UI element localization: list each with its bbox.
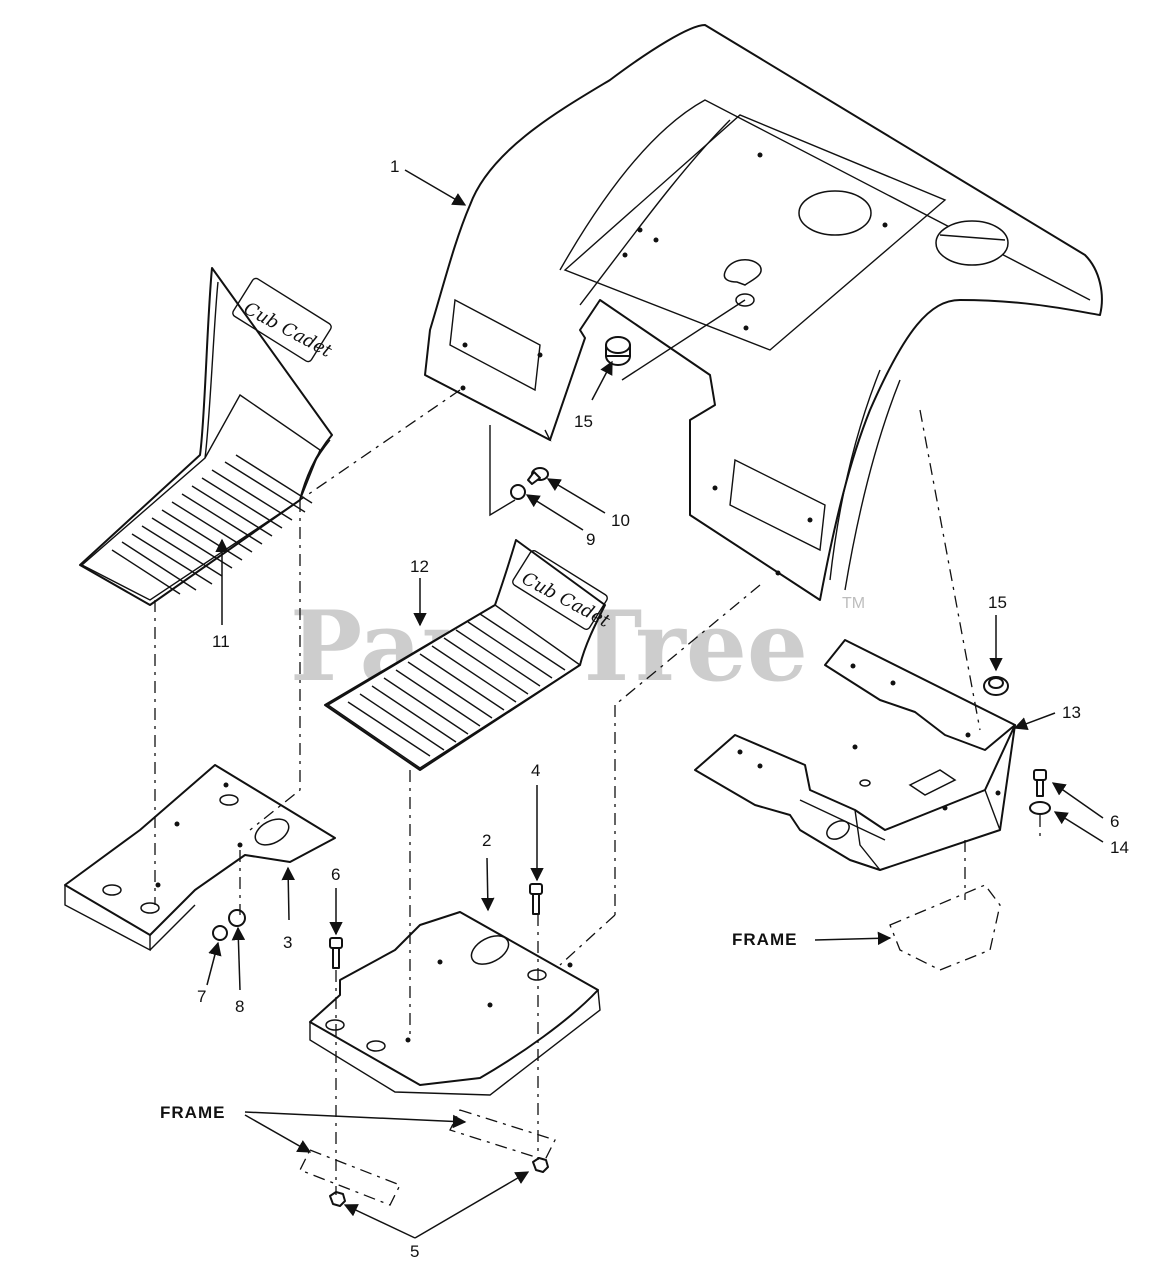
part-11-floor-mat-left: Cub Cadet — [79, 267, 336, 606]
frame-stub-right — [889, 884, 1001, 971]
callout-4: 4 — [531, 761, 540, 780]
callout-7: 7 — [197, 987, 206, 1006]
part-1-fender-shroud — [424, 24, 1103, 601]
callout-10: 10 — [611, 511, 630, 530]
part-6-bolt-left — [329, 937, 343, 969]
callout-1: 1 — [390, 157, 399, 176]
part-9-10-bolt-washer — [510, 467, 549, 500]
assembly-lines — [154, 299, 1041, 1195]
callout-15-upper: 15 — [574, 412, 593, 431]
part-13-mounting-bracket — [694, 639, 1016, 871]
part-5-nuts — [329, 1157, 549, 1207]
callout-9: 9 — [586, 530, 595, 549]
part-2-footrest-right — [309, 911, 601, 1096]
callout-15-lower: 15 — [988, 593, 1007, 612]
part-6-14-bolt-washer-right — [1029, 769, 1051, 815]
frame-label-right: FRAME — [732, 930, 797, 949]
part-7-8-nut-washer — [212, 909, 246, 941]
part-3-footrest-left — [64, 764, 336, 952]
leader-lines — [206, 169, 1104, 1239]
callout-13: 13 — [1062, 703, 1081, 722]
part-4-bolt — [529, 883, 543, 915]
callout-8: 8 — [235, 997, 244, 1016]
callout-2: 2 — [482, 831, 491, 850]
part-15-grommet-lower — [983, 676, 1009, 696]
frame-label-lower: FRAME — [160, 1103, 225, 1122]
callout-6-right: 6 — [1110, 812, 1119, 831]
part-15-grommet-upper — [605, 336, 631, 366]
callout-3: 3 — [283, 933, 292, 952]
callout-5: 5 — [410, 1242, 419, 1261]
callout-6-left: 6 — [331, 865, 340, 884]
callout-labels: 1 2 3 4 5 6 6 7 8 9 10 11 12 13 14 15 15… — [160, 157, 1129, 1261]
callout-12: 12 — [410, 557, 429, 576]
callout-14: 14 — [1110, 838, 1129, 857]
frame-stub-lower — [299, 1109, 556, 1206]
watermark-tm: TM — [842, 595, 865, 612]
callout-11: 11 — [212, 632, 230, 651]
